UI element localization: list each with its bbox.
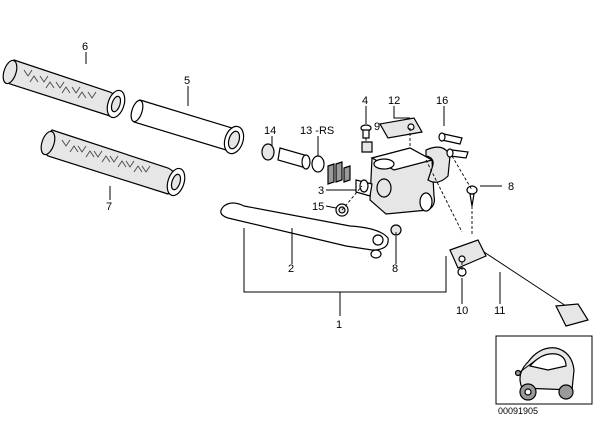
screw-4[interactable] [360, 124, 372, 139]
callout-7: 7 [106, 201, 112, 213]
callout-2: 2 [288, 263, 294, 275]
image-code: 00091905 [498, 406, 538, 416]
scooter-sketch [514, 347, 575, 401]
callout-5: 5 [184, 75, 190, 87]
brake-light-switch[interactable] [449, 239, 589, 327]
callout-numbers: 6 5 7 14 13 -RS 4 9 12 16 8 3 15 2 8 10 … [82, 41, 514, 331]
pivot-bolt[interactable] [359, 179, 369, 193]
brake-lever[interactable] [220, 202, 389, 251]
spring-kit[interactable] [311, 155, 351, 185]
nut-lower[interactable] [370, 249, 382, 259]
callout-3: 3 [318, 185, 324, 197]
callout-6: 6 [82, 41, 88, 53]
hand-grip-upper[interactable] [1, 59, 128, 120]
callout-1: 1 [336, 319, 342, 331]
leader-lines [85, 52, 502, 316]
callout-14: 14 [264, 125, 276, 137]
reservoir-cover[interactable] [379, 117, 423, 139]
throttle-sleeve[interactable] [129, 99, 247, 156]
callout-8-lower: 8 [392, 263, 398, 275]
callout-15: 15 [312, 201, 324, 213]
brake-master-cylinder[interactable] [355, 147, 435, 215]
callout-8-right: 8 [508, 181, 514, 193]
callout-12: 12 [388, 95, 400, 107]
callout-10: 10 [456, 305, 468, 317]
piston[interactable] [261, 143, 311, 170]
callout-11: 11 [494, 305, 505, 317]
vehicle-inset [495, 335, 593, 405]
screw-8-right[interactable] [466, 185, 478, 207]
callout-9: 9 [374, 121, 380, 133]
callout-13: 13 -RS [300, 125, 334, 137]
callout-4: 4 [362, 95, 368, 107]
bleeder-cap[interactable] [361, 141, 373, 153]
handlebar-clamp[interactable] [425, 132, 469, 183]
callout-16: 16 [436, 95, 448, 107]
hand-grip-lower[interactable] [39, 129, 188, 198]
